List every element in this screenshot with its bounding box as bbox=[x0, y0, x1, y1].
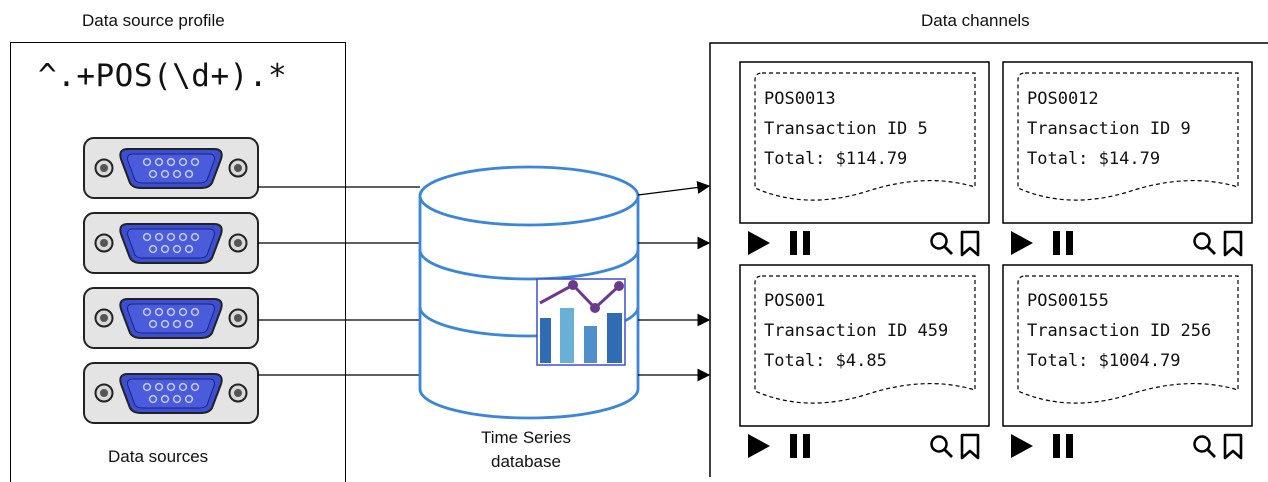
regex-pattern: ^.+POS(\d+).* bbox=[38, 58, 288, 94]
play-icon[interactable] bbox=[1009, 229, 1049, 257]
receipt-outline bbox=[1017, 275, 1239, 404]
pause-icon[interactable] bbox=[788, 432, 818, 460]
channel-card bbox=[739, 264, 990, 427]
total-amount: Total: $1004.79 bbox=[1027, 351, 1181, 371]
channel-arrow bbox=[637, 181, 711, 196]
pause-icon[interactable] bbox=[1051, 432, 1081, 460]
channel-card bbox=[739, 61, 990, 224]
serial-port-icon bbox=[83, 212, 259, 274]
pos-id: POS00155 bbox=[1027, 291, 1109, 311]
profile-panel bbox=[10, 42, 346, 482]
receipt-outline bbox=[754, 72, 976, 201]
receipt-text: POS0012 Transaction ID 9 Total: $14.79 bbox=[1027, 84, 1191, 174]
transaction-id: Transaction ID 459 bbox=[764, 321, 949, 341]
transaction-id: Transaction ID 9 bbox=[1027, 119, 1191, 139]
profile-heading: Data source profile bbox=[82, 11, 225, 30]
receipt-outline bbox=[1017, 72, 1239, 201]
transaction-id: Transaction ID 5 bbox=[764, 119, 928, 139]
search-icon[interactable] bbox=[1191, 432, 1219, 460]
receipt-text: POS0013 Transaction ID 5 Total: $114.79 bbox=[764, 84, 928, 174]
receipt-outline bbox=[754, 275, 976, 404]
total-amount: Total: $4.85 bbox=[764, 351, 887, 371]
pos-id: POS001 bbox=[764, 291, 826, 311]
receipt-text: POS001 Transaction ID 459 Total: $4.85 bbox=[764, 286, 948, 376]
channel-card bbox=[1002, 264, 1253, 427]
bookmark-icon[interactable] bbox=[958, 432, 984, 460]
bookmark-icon[interactable] bbox=[1221, 432, 1247, 460]
database-label-line1: Time Series bbox=[480, 428, 572, 447]
transaction-id: Transaction ID 256 bbox=[1027, 321, 1212, 341]
data-sources-label: Data sources bbox=[108, 447, 209, 466]
channel-card bbox=[1002, 61, 1253, 224]
receipt-text: POS00155 Transaction ID 256 Total: $1004… bbox=[1027, 286, 1211, 376]
serial-port-icon bbox=[83, 287, 259, 349]
database-label-line2: database bbox=[491, 452, 561, 471]
pos-id: POS0012 bbox=[1027, 89, 1099, 109]
database-label: Time Series database bbox=[446, 426, 606, 474]
serial-port-icon bbox=[83, 362, 259, 424]
play-icon[interactable] bbox=[1009, 432, 1049, 460]
search-icon[interactable] bbox=[928, 432, 956, 460]
chart-icon bbox=[536, 278, 626, 366]
serial-port-icon bbox=[83, 137, 259, 199]
pause-icon[interactable] bbox=[788, 229, 818, 257]
pos-id: POS0013 bbox=[764, 89, 836, 109]
total-amount: Total: $14.79 bbox=[1027, 149, 1161, 169]
pause-icon[interactable] bbox=[1051, 229, 1081, 257]
search-icon[interactable] bbox=[928, 229, 956, 257]
bookmark-icon[interactable] bbox=[1221, 229, 1247, 257]
total-amount: Total: $114.79 bbox=[764, 149, 908, 169]
channels-panel bbox=[709, 42, 1268, 477]
search-icon[interactable] bbox=[1191, 229, 1219, 257]
bookmark-icon[interactable] bbox=[958, 229, 984, 257]
play-icon[interactable] bbox=[746, 432, 786, 460]
play-icon[interactable] bbox=[746, 229, 786, 257]
channels-heading: Data channels bbox=[921, 11, 1030, 30]
